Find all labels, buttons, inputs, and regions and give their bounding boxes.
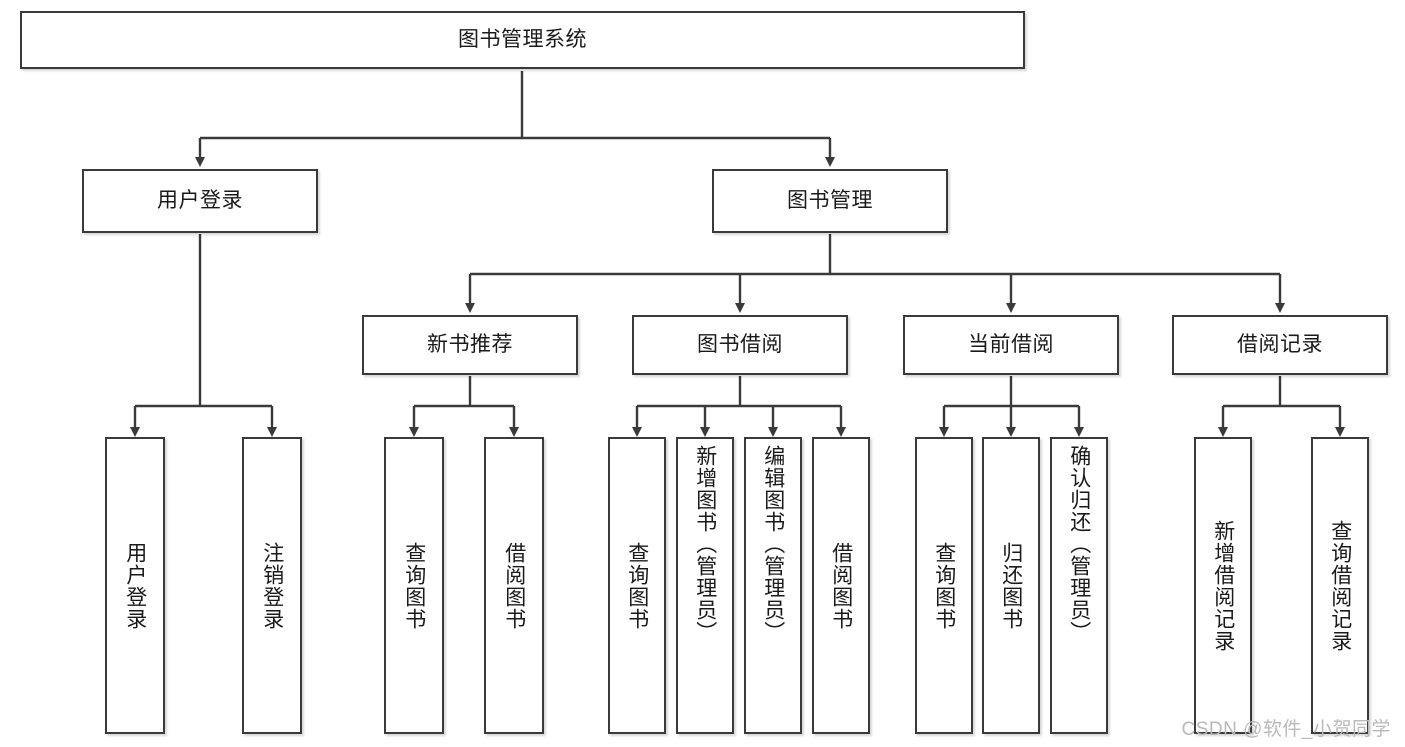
leaf-logout-label: 注销登录 bbox=[260, 541, 284, 630]
leaf-query-book-3[interactable]: 查询图书 bbox=[915, 437, 973, 734]
node-new-book-rec[interactable]: 新书推荐 bbox=[362, 315, 578, 375]
leaf-user-login-label: 用户登录 bbox=[123, 541, 147, 630]
node-book-borrow[interactable]: 图书借阅 bbox=[632, 315, 848, 375]
leaf-user-login[interactable]: 用户登录 bbox=[105, 437, 165, 734]
leaf-borrow-book-2[interactable]: 借阅图书 bbox=[812, 437, 870, 734]
node-book-borrow-label: 图书借阅 bbox=[697, 332, 783, 356]
node-root-label: 图书管理系统 bbox=[458, 27, 587, 51]
node-user-login-label: 用户登录 bbox=[157, 188, 243, 212]
leaf-add-book-label: 新增图书（管理员） bbox=[693, 445, 717, 643]
leaf-borrow-book-1-label: 借阅图书 bbox=[502, 541, 526, 630]
leaf-confirm-return-label: 确认归还（管理员） bbox=[1067, 445, 1091, 643]
leaf-query-book-2[interactable]: 查询图书 bbox=[608, 437, 666, 734]
leaf-add-book[interactable]: 新增图书（管理员） bbox=[676, 437, 734, 734]
leaf-confirm-return[interactable]: 确认归还（管理员） bbox=[1050, 437, 1108, 734]
node-new-book-rec-label: 新书推荐 bbox=[427, 332, 513, 356]
leaf-edit-book[interactable]: 编辑图书（管理员） bbox=[744, 437, 802, 734]
leaf-add-record[interactable]: 新增借阅记录 bbox=[1194, 437, 1252, 734]
node-borrow-record[interactable]: 借阅记录 bbox=[1172, 315, 1388, 375]
leaf-query-book-2-label: 查询图书 bbox=[625, 541, 649, 630]
leaf-query-book-1[interactable]: 查询图书 bbox=[384, 437, 444, 734]
leaf-query-record[interactable]: 查询借阅记录 bbox=[1311, 437, 1369, 734]
node-book-manage[interactable]: 图书管理 bbox=[712, 169, 948, 233]
leaf-add-record-label: 新增借阅记录 bbox=[1211, 519, 1235, 652]
node-current-borrow-label: 当前借阅 bbox=[968, 332, 1054, 356]
leaf-return-book-label: 归还图书 bbox=[999, 541, 1023, 630]
leaf-logout[interactable]: 注销登录 bbox=[242, 437, 302, 734]
leaf-query-book-3-label: 查询图书 bbox=[932, 541, 956, 630]
leaf-edit-book-label: 编辑图书（管理员） bbox=[761, 445, 785, 643]
node-current-borrow[interactable]: 当前借阅 bbox=[903, 315, 1119, 375]
leaf-borrow-book-1[interactable]: 借阅图书 bbox=[484, 437, 544, 734]
leaf-query-record-label: 查询借阅记录 bbox=[1328, 519, 1352, 652]
node-borrow-record-label: 借阅记录 bbox=[1237, 332, 1323, 356]
node-user-login[interactable]: 用户登录 bbox=[82, 169, 318, 233]
node-book-manage-label: 图书管理 bbox=[787, 188, 873, 212]
csdn-watermark: CSDN @软件_小贺同学 bbox=[1181, 719, 1391, 740]
leaf-return-book[interactable]: 归还图书 bbox=[982, 437, 1040, 734]
node-root[interactable]: 图书管理系统 bbox=[20, 11, 1025, 69]
leaf-borrow-book-2-label: 借阅图书 bbox=[829, 541, 853, 630]
leaf-query-book-1-label: 查询图书 bbox=[402, 541, 426, 630]
